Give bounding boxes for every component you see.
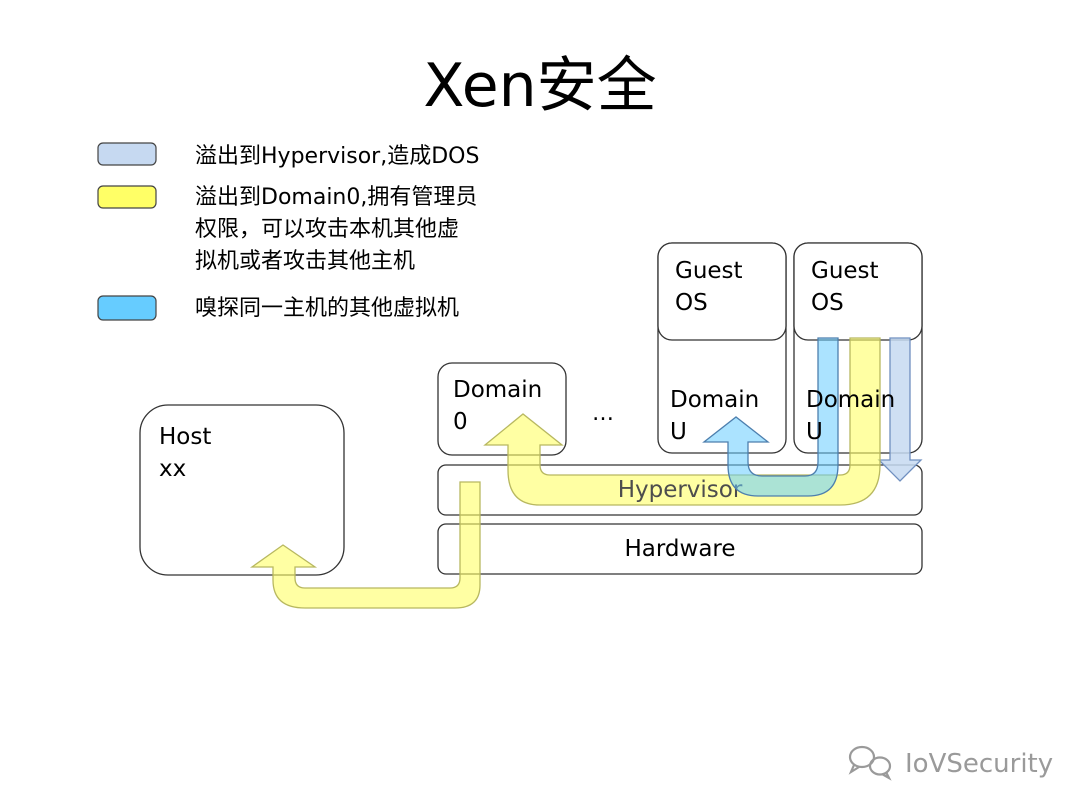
domainu-2-sublabel: U xyxy=(806,419,823,445)
legend-item-domain0-admin: 溢出到Domain0,拥有管理员 权限，可以攻击本机其他虚 拟机或者攻击其他主机 xyxy=(97,185,477,274)
guest-os-1-box xyxy=(657,242,787,341)
guest-os-2-label: Guest xyxy=(811,258,879,284)
guest-os-2-sublabel: OS xyxy=(811,290,844,316)
legend-swatch-light-blue xyxy=(97,142,157,166)
legend-label-sniffing: 嗅探同一主机的其他虚拟机 xyxy=(195,296,459,321)
watermark-text: IoVSecurity xyxy=(905,749,1053,779)
arrow-dos-hypervisor xyxy=(877,337,923,482)
arrow-escalate-domain0 xyxy=(483,337,881,506)
legend-item-hypervisor-dos: 溢出到Hypervisor,造成DOS xyxy=(97,142,479,169)
guest-os-1-label: Guest xyxy=(675,258,743,284)
arrow-attack-host xyxy=(249,481,481,609)
legend-swatch-yellow xyxy=(97,185,157,209)
wechat-icon xyxy=(848,745,892,781)
arrow-sniff-domainu xyxy=(702,337,839,497)
hypervisor-label: Hypervisor xyxy=(618,477,743,503)
domainu-2-label: Domain xyxy=(806,387,895,413)
host-sublabel: xx xyxy=(159,456,186,482)
page-title: Xen安全 xyxy=(423,51,656,121)
domain0-label: Domain xyxy=(453,377,542,403)
legend: 溢出到Hypervisor,造成DOS 溢出到Domain0,拥有管理员 权限，… xyxy=(97,142,479,321)
legend-label-domain0-line3: 拟机或者攻击其他主机 xyxy=(195,249,415,274)
legend-label-domain0-line1: 溢出到Domain0,拥有管理员 xyxy=(195,185,477,210)
hardware-label: Hardware xyxy=(624,536,735,562)
guest-vm-1: Guest OS Domain U xyxy=(657,242,787,454)
ellipsis: … xyxy=(592,401,614,426)
domainu-1-sublabel: U xyxy=(670,419,687,445)
host-box: Host xx xyxy=(139,404,345,576)
host-label: Host xyxy=(159,424,211,450)
legend-item-sniffing: 嗅探同一主机的其他虚拟机 xyxy=(97,295,459,321)
hardware-box: Hardware xyxy=(437,523,923,575)
legend-label-hypervisor-dos: 溢出到Hypervisor,造成DOS xyxy=(195,144,479,169)
legend-label-domain0-line2: 权限，可以攻击本机其他虚 xyxy=(195,217,459,242)
domainu-1-label: Domain xyxy=(670,387,759,413)
legend-swatch-blue xyxy=(97,295,157,321)
domain0-sublabel: 0 xyxy=(453,409,468,435)
watermark: IoVSecurity xyxy=(848,745,1053,781)
guest-os-1-sublabel: OS xyxy=(675,290,708,316)
